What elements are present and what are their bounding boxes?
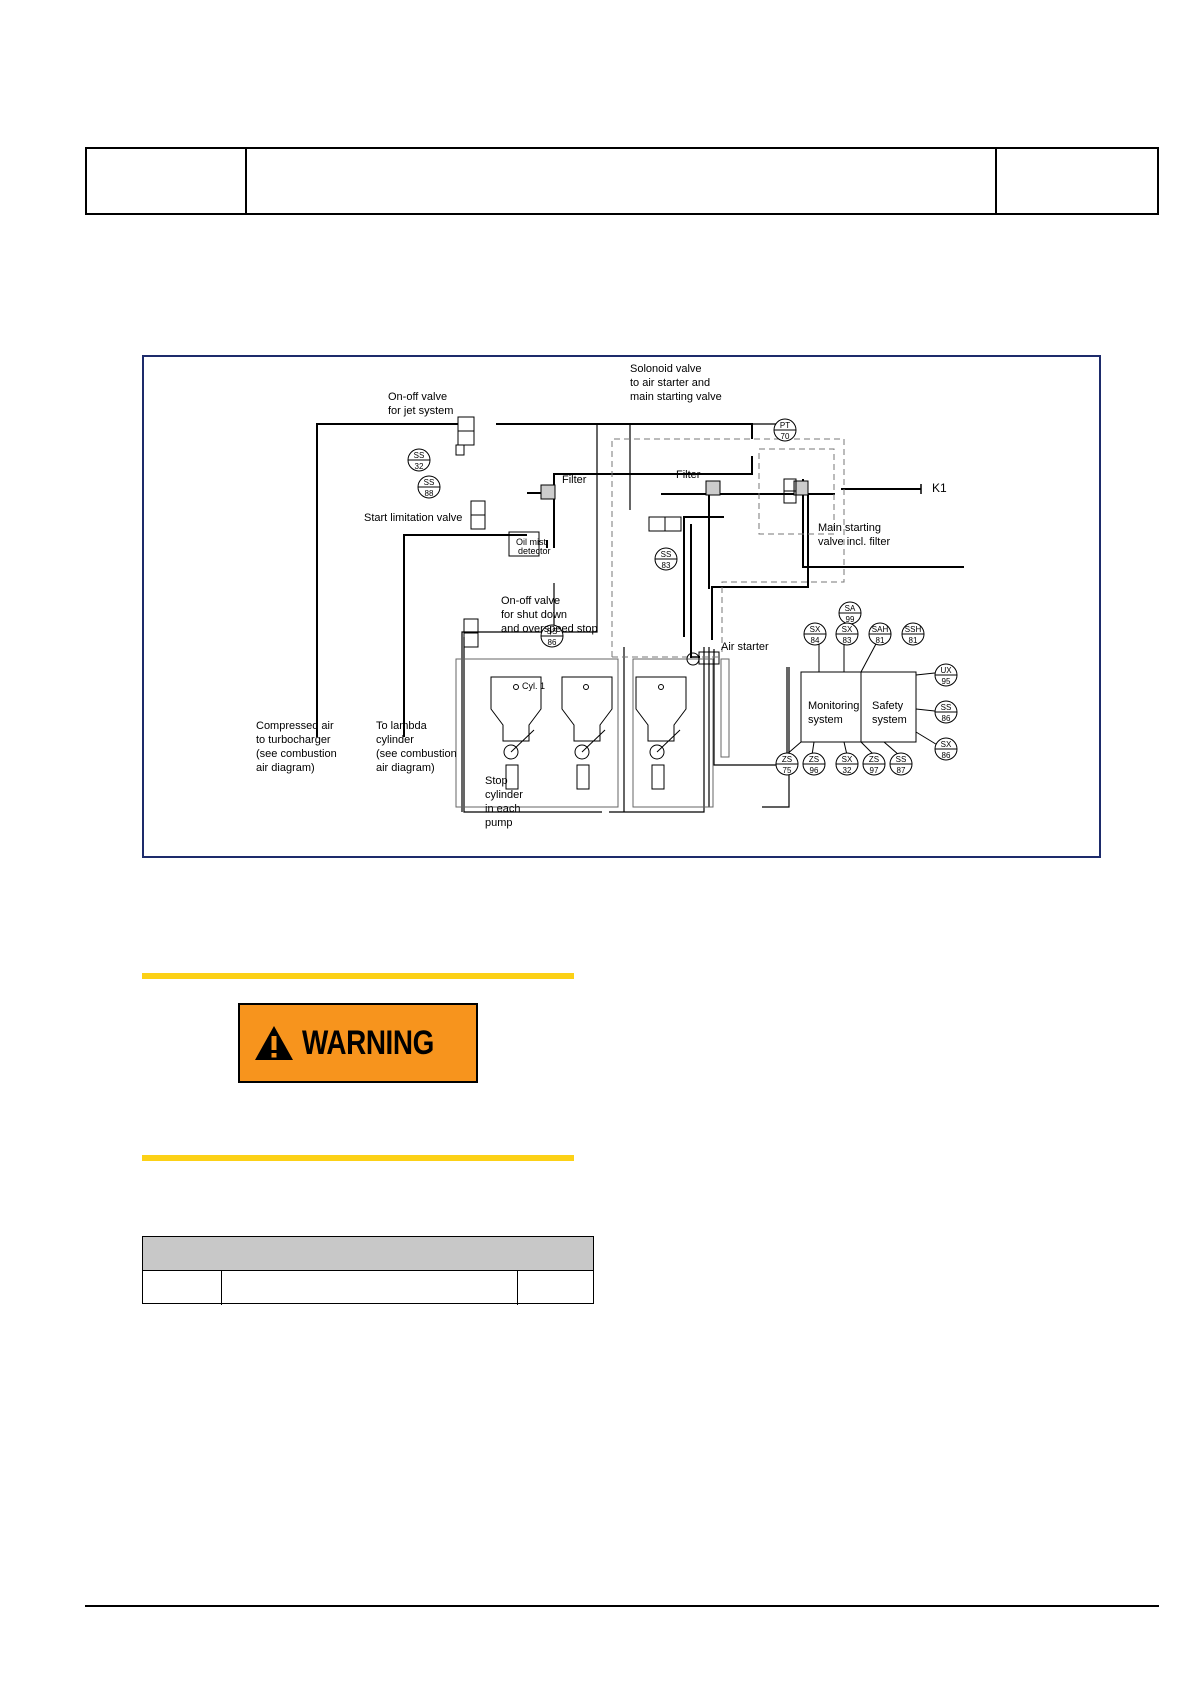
- oil-mist-label-1: Oil mist: [516, 537, 546, 547]
- filters: [540, 480, 809, 500]
- stop-cylinder-label-3: in each: [485, 803, 520, 815]
- svg-text:86: 86: [942, 714, 951, 723]
- to-lambda-label-1: To lambda: [376, 720, 428, 732]
- stop-cylinder-label-2: cylinder: [485, 789, 523, 801]
- reference-cell-1: [143, 1271, 222, 1305]
- svg-text:70: 70: [781, 432, 790, 441]
- header-cell-middle: [247, 149, 997, 213]
- to-lambda-label-4: air diagram): [376, 762, 435, 774]
- stop-cylinder-label-4: pump: [485, 817, 513, 829]
- k1-line: [841, 484, 922, 494]
- svg-text:SAH: SAH: [872, 625, 889, 634]
- main-starting-label-1: Main starting: [818, 522, 881, 534]
- svg-text:86: 86: [548, 638, 557, 647]
- onoff-shutdown-label-2: for shut down: [501, 609, 567, 621]
- safety-label-1: Safety: [872, 700, 904, 712]
- filter-right-label: Filter: [676, 469, 701, 481]
- warning-rule-top: [142, 973, 574, 979]
- svg-text:32: 32: [415, 462, 424, 471]
- warning-badge: WARNING: [238, 1003, 478, 1083]
- valves: [455, 416, 797, 666]
- starting-air-diagram: Solonoid valve to air starter and main s…: [142, 355, 1101, 858]
- header-cell-right: [997, 149, 1157, 213]
- k1-label: K1: [932, 481, 947, 495]
- reference-cell-3: [518, 1271, 593, 1305]
- svg-text:SX: SX: [842, 755, 853, 764]
- footer-rule: [85, 1605, 1159, 1607]
- onoff-shutdown-label-1: On-off valve: [501, 595, 560, 607]
- svg-text:96: 96: [810, 766, 819, 775]
- solenoid-label-2: to air starter and: [630, 377, 710, 389]
- svg-text:ZS: ZS: [869, 755, 879, 764]
- thin-pipes: [461, 423, 794, 813]
- pump-units: [490, 676, 687, 790]
- filter-left-label: Filter: [562, 474, 587, 486]
- svg-text:99: 99: [846, 615, 855, 624]
- svg-text:SSH: SSH: [905, 625, 922, 634]
- svg-text:ZS: ZS: [782, 755, 792, 764]
- warning-triangle-icon: [254, 1026, 293, 1060]
- svg-text:83: 83: [843, 636, 852, 645]
- onoff-shutdown-label-3: and overspeed stop: [501, 623, 598, 635]
- safety-label-2: system: [872, 714, 907, 726]
- svg-text:86: 86: [942, 751, 951, 760]
- dashed-boundary: [611, 438, 845, 658]
- reference-table: [142, 1236, 594, 1305]
- cyl1-label: Cyl. 1: [522, 681, 545, 691]
- main-starting-label-2: valve incl. filter: [818, 536, 890, 548]
- svg-text:SS: SS: [424, 478, 435, 487]
- svg-text:UX: UX: [940, 666, 952, 675]
- svg-text:ZS: ZS: [809, 755, 819, 764]
- to-lambda-label-2: cylinder: [376, 734, 414, 746]
- svg-text:SX: SX: [941, 740, 952, 749]
- compressed-air-label-2: to turbocharger: [256, 734, 331, 746]
- svg-text:PT: PT: [780, 421, 790, 430]
- compressed-air-label-1: Compressed air: [256, 720, 334, 732]
- reference-table-row: [143, 1271, 593, 1305]
- svg-text:SX: SX: [842, 625, 853, 634]
- start-limitation-label: Start limitation valve: [364, 512, 462, 524]
- solenoid-label-3: main starting valve: [630, 391, 722, 403]
- svg-text:SS: SS: [941, 703, 952, 712]
- onoff-jet-label-1: On-off valve: [388, 391, 447, 403]
- onoff-jet-label-2: for jet system: [388, 405, 453, 417]
- svg-text:97: 97: [870, 766, 879, 775]
- svg-text:75: 75: [783, 766, 792, 775]
- header-cell-left: [87, 149, 247, 213]
- diagram-svg: Solonoid valve to air starter and main s…: [256, 363, 964, 829]
- warning-rule-bottom: [142, 1155, 574, 1161]
- solenoid-label-1: Solonoid valve: [630, 363, 702, 375]
- engine-blocks: [455, 658, 730, 808]
- reference-table-header: [143, 1237, 593, 1271]
- svg-text:81: 81: [876, 636, 885, 645]
- svg-text:SS: SS: [896, 755, 907, 764]
- svg-text:84: 84: [811, 636, 820, 645]
- instrument-bubbles: [407, 418, 958, 776]
- reference-cell-2: [222, 1271, 518, 1305]
- compressed-air-label-4: air diagram): [256, 762, 315, 774]
- svg-text:SX: SX: [810, 625, 821, 634]
- svg-text:87: 87: [897, 766, 906, 775]
- compressed-air-label-3: (see combustion: [256, 748, 337, 760]
- svg-text:SA: SA: [845, 604, 856, 613]
- header-table: [85, 147, 1159, 215]
- to-lambda-label-3: (see combustion: [376, 748, 457, 760]
- monitoring-label-2: system: [808, 714, 843, 726]
- warning-label: WARNING: [301, 1023, 434, 1062]
- svg-text:81: 81: [909, 636, 918, 645]
- air-starter-label: Air starter: [721, 641, 769, 653]
- svg-text:SS: SS: [414, 451, 425, 460]
- svg-text:88: 88: [425, 489, 434, 498]
- svg-text:32: 32: [843, 766, 852, 775]
- svg-text:SS: SS: [661, 550, 672, 559]
- diagram-labels: Solonoid valve to air starter and main s…: [256, 363, 947, 829]
- svg-text:SS: SS: [547, 627, 558, 636]
- oil-mist-label-2: detector: [518, 546, 551, 556]
- stop-cylinder-label-1: Stop: [485, 775, 508, 787]
- monitoring-label-1: Monitoring: [808, 700, 859, 712]
- svg-text:83: 83: [662, 561, 671, 570]
- svg-text:95: 95: [942, 677, 951, 686]
